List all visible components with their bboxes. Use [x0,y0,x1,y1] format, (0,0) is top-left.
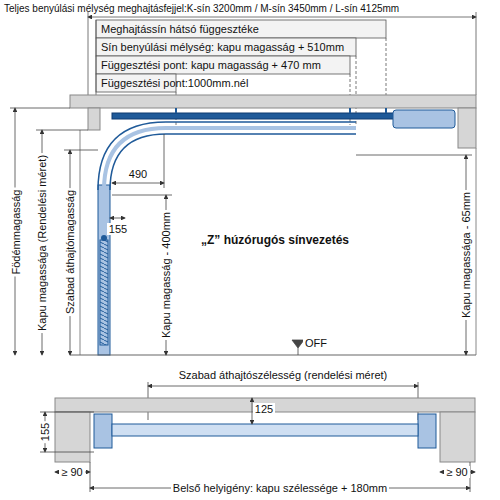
ceiling-height: Födémmagasság [9,188,21,277]
inner-width: Belső helyigény: kapu szélessége + 180mm [171,482,389,494]
door-height: Kapu magassága (Rendelési méret) [36,153,48,333]
dim-125: 125 [253,403,275,415]
dim-height-65: Kapu magassága - 65mm [460,190,472,320]
rail-depth: Sín benyúlási mélység: kapu magasság + 5… [99,41,346,53]
rear-hanger: Meghajtássín hátsó függesztéke [99,23,261,35]
floor-mark: OFF [303,337,329,349]
dim-155-plan: 155 [39,421,51,443]
depth-note: Teljes benyúlási mélység meghajtásfejjel… [2,3,401,15]
clear-height: Szabad áthajtómagasság [64,188,76,316]
dim-height-400: Kapu magasság - 400mm [160,210,172,340]
hanger-point-1000: Függesztési pont:1000mm.nél [99,77,250,89]
dim-490: 490 [127,168,149,180]
track-type: „Z” húzórugós sínvezetés [199,234,351,246]
min-side: ≥ 90 [59,466,84,478]
dim-155: 155 [107,223,129,235]
clear-width: Szabad áthajtószélesség (rendelési méret… [177,369,390,381]
min-side: ≥ 90 [444,466,469,478]
hanger-point: Függesztési pont: kapu magasság + 470 mm [99,59,323,71]
